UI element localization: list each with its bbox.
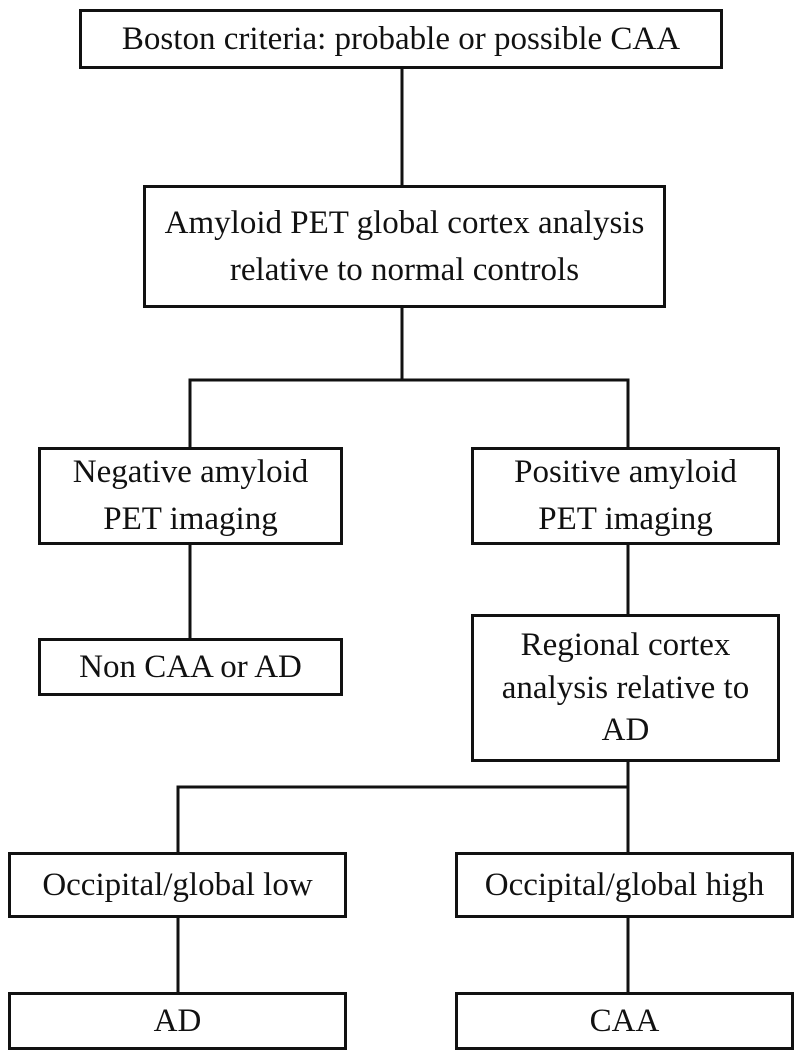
node-caa: CAA [455,992,794,1050]
node-positive-amyloid: Positive amyloid PET imaging [471,447,780,545]
node-regional-cortex-analysis: Regional cortex analysis relative to AD [471,614,780,762]
node-negative-amyloid: Negative amyloid PET imaging [38,447,343,545]
node-non-caa-or-ad: Non CAA or AD [38,638,343,696]
node-boston-criteria: Boston criteria: probable or possible CA… [79,9,723,69]
node-negative-amyloid-label: Negative amyloid PET imaging [72,454,309,537]
node-non-caa-or-ad-label: Non CAA or AD [79,648,302,685]
node-occipital-global-high-label: Occipital/global high [484,866,765,903]
node-positive-amyloid-label: Positive amyloid PET imaging [514,454,737,537]
node-ad: AD [8,992,347,1050]
node-global-cortex-analysis-label: Amyloid PET global cortex analysis relat… [164,204,645,288]
node-boston-criteria-label: Boston criteria: probable or possible CA… [121,20,681,57]
node-occipital-global-high: Occipital/global high [455,852,794,918]
node-ad-label: AD [153,1002,202,1039]
node-global-cortex-analysis: Amyloid PET global cortex analysis relat… [143,185,666,308]
node-occipital-global-low: Occipital/global low [8,852,347,918]
node-caa-label: CAA [589,1002,660,1039]
node-occipital-global-low-label: Occipital/global low [42,866,313,903]
node-regional-cortex-analysis-label: Regional cortex analysis relative to AD [501,626,750,749]
